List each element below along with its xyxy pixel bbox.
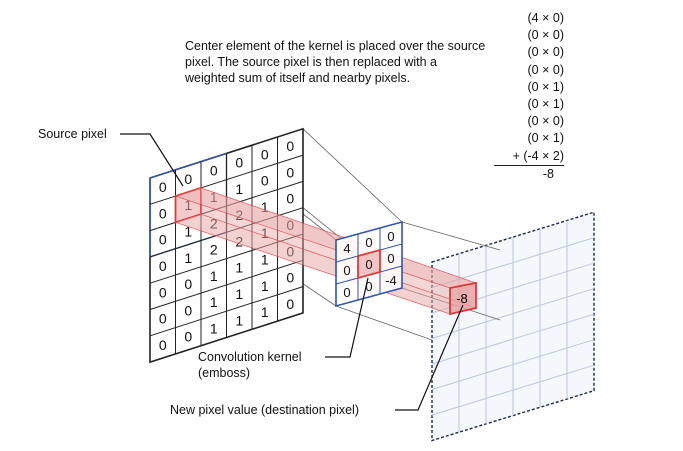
sum-term: (0 × 0) xyxy=(527,62,564,77)
description-text: Center element of the kernel is placed o… xyxy=(185,39,486,85)
source-cell-value: 0 xyxy=(159,258,167,274)
source-cell-value: 1 xyxy=(261,304,269,320)
source-cell-value: 1 xyxy=(184,223,192,239)
sum-term: (4 × 0) xyxy=(527,11,564,25)
sum-term: (0 × 1) xyxy=(527,97,564,112)
kernel-label-line2: (emboss) xyxy=(198,366,251,380)
kernel-label: Convolution kernel (emboss) xyxy=(198,349,302,381)
source-cell-value: 0 xyxy=(159,311,167,327)
source-cell-value: 0 xyxy=(286,296,294,312)
destination-grid xyxy=(431,211,595,442)
source-cell-value: 0 xyxy=(286,270,294,286)
source-cell-value: 0 xyxy=(184,276,192,292)
weighted-sum: (4 × 0) (0 × 0) (0 × 0) (0 × 0) (0 × 1) (0 × … xyxy=(494,10,564,183)
source-cell-value: 1 xyxy=(210,189,218,205)
destination-leader xyxy=(395,304,464,411)
leader-lines xyxy=(120,133,464,411)
source-cell-value: 1 xyxy=(210,294,218,310)
kernel-cell-value: -4 xyxy=(385,273,397,288)
source-cell-value: 1 xyxy=(210,268,218,284)
sum-term: (0 × 0) xyxy=(527,114,564,129)
source-cell-value: 1 xyxy=(261,225,269,241)
destination-label: New pixel value (destination pixel) xyxy=(170,403,359,417)
source-cell-value: 0 xyxy=(159,232,167,248)
source-cell-value: 1 xyxy=(184,250,192,266)
source-cell-value: 1 xyxy=(261,251,269,267)
kernel-center-box xyxy=(357,248,381,280)
source-cell-value: 0 xyxy=(286,191,294,207)
source-cell-value: 0 xyxy=(184,171,192,187)
source-cell-value: 0 xyxy=(210,163,218,179)
kernel-label-line1: Convolution kernel xyxy=(198,350,302,364)
source-cell-value: 0 xyxy=(159,284,167,300)
source-cell-value: 0 xyxy=(261,173,269,189)
source-grid: 0000000111000122100122100011100011100011… xyxy=(149,127,304,364)
source-cell-value: 0 xyxy=(159,179,167,195)
source-cell-value: 0 xyxy=(184,302,192,318)
source-cell-value: 2 xyxy=(235,207,243,223)
destination-pixel: -8 xyxy=(449,281,477,316)
source-cell-value: 0 xyxy=(235,154,243,170)
source-cell-value: 1 xyxy=(235,181,243,197)
source-cell-value: 0 xyxy=(286,164,294,180)
kernel-cell-value: 0 xyxy=(387,229,394,244)
source-cell-value: 1 xyxy=(235,260,243,276)
sum-result: -8 xyxy=(542,166,554,181)
source-cell-value: 0 xyxy=(261,146,269,162)
source-cell-value: 0 xyxy=(159,337,167,353)
source-cell-value: 1 xyxy=(261,278,269,294)
source-cell-value: 1 xyxy=(235,312,243,328)
kernel-cell-value: 0 xyxy=(365,257,372,272)
sum-term: + (-4 × 2) xyxy=(494,148,564,166)
sum-term: (0 × 0) xyxy=(527,45,564,60)
kernel-cell-value: 0 xyxy=(365,235,372,250)
destination-pixel-box xyxy=(449,281,477,316)
kernel-cell-value: 0 xyxy=(343,263,350,278)
source-cell-value: 1 xyxy=(210,320,218,336)
source-pixel-label: Source pixel xyxy=(38,127,107,141)
kernel-leader xyxy=(325,277,369,358)
kernel-cell-value: 0 xyxy=(343,285,350,300)
source-cell-value: 1 xyxy=(235,286,243,302)
source-cell-value: 0 xyxy=(286,138,294,154)
source-cell-value: 1 xyxy=(261,199,269,215)
kernel-cell-value: 0 xyxy=(387,251,394,266)
sum-term: (0 × 1) xyxy=(527,79,564,94)
source-cell-value: 0 xyxy=(286,217,294,233)
destination-pixel-value: -8 xyxy=(456,291,468,306)
source-cell-value: 0 xyxy=(184,329,192,345)
source-cell-value: 2 xyxy=(210,242,218,258)
source-cell-value: 0 xyxy=(159,205,167,221)
kernel-cell-value: 0 xyxy=(365,279,372,294)
source-pixel-leader xyxy=(120,133,184,187)
sum-term: (0 × 0) xyxy=(527,28,564,43)
kernel-cell-value: 4 xyxy=(343,241,350,256)
sum-term: (0 × 1) xyxy=(527,131,564,146)
